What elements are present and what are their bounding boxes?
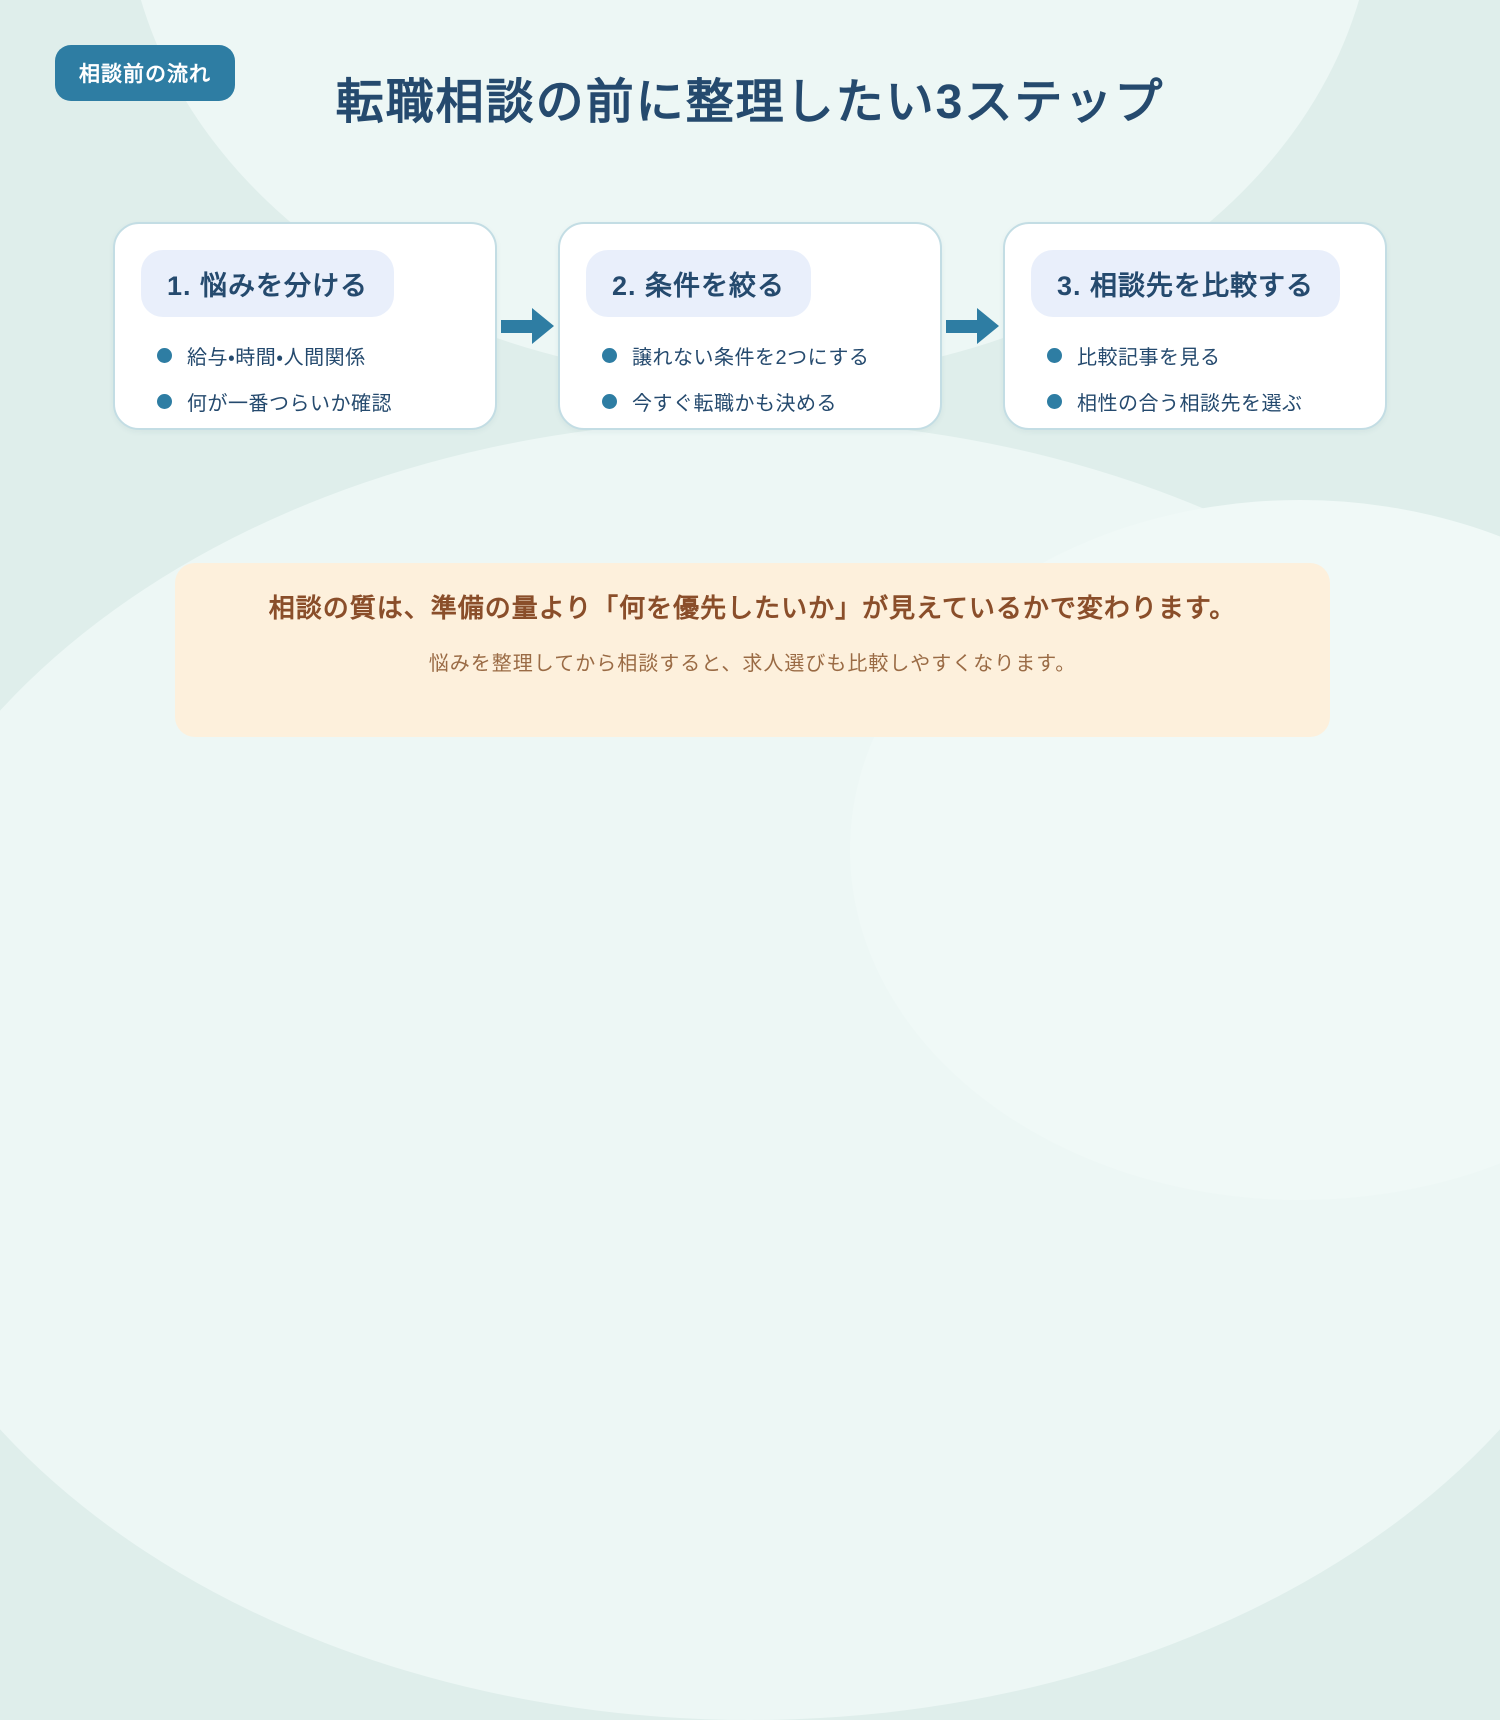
list-item: 何が一番つらいか確認 [157, 387, 469, 416]
list-item: 給与・時間・人間関係 [157, 341, 469, 370]
steps-flow: 1. 悩みを分ける 給与・時間・人間関係 何が一番つらいか確認 2. 条件を絞る [113, 222, 1387, 430]
list-item: 比較記事を見る [1047, 341, 1359, 370]
bullet-text: 譲れない条件を2つにする [632, 347, 870, 369]
bullet-dot-icon [157, 394, 172, 409]
flow-arrow-cell [942, 222, 1003, 430]
note-subtext: 悩みを整理してから相談すると、求人選びも比較しやすくなります。 [428, 653, 1077, 675]
arrow-right-icon [946, 308, 999, 344]
bullet-text: 比較記事を見る [1077, 347, 1221, 369]
step-2-title: 2. 条件を絞る [586, 250, 812, 317]
step-2-bullet-list: 譲れない条件を2つにする 今すぐ転職かも決める [586, 341, 914, 416]
page-title: 転職相談の前に整理したい3ステップ [335, 76, 1165, 129]
bullet-dot-icon [1047, 348, 1062, 363]
bullet-text: 相性の合う相談先を選ぶ [1077, 393, 1303, 415]
bullet-text: 給与・時間・人間関係 [187, 347, 366, 369]
note-heading: 相談の質は、準備の量より「何を優先したいか」が見えているかで変わります。 [268, 593, 1237, 623]
step-1-title: 1. 悩みを分ける [141, 250, 395, 317]
flow-arrow-cell [497, 222, 558, 430]
list-item: 相性の合う相談先を選ぶ [1047, 387, 1359, 416]
category-badge: 相談前の流れ [55, 45, 235, 101]
step-card-2: 2. 条件を絞る 譲れない条件を2つにする 今すぐ転職かも決める [558, 222, 942, 430]
step-1-bullet-list: 給与・時間・人間関係 何が一番つらいか確認 [141, 341, 469, 416]
summary-note: 相談の質は、準備の量より「何を優先したいか」が見えているかで変わります。 悩みを… [175, 563, 1330, 737]
list-item: 譲れない条件を2つにする [602, 341, 914, 370]
arrow-right-icon [501, 308, 554, 344]
bullet-dot-icon [602, 394, 617, 409]
bullet-dot-icon [157, 348, 172, 363]
bullet-dot-icon [1047, 394, 1062, 409]
step-3-title: 3. 相談先を比較する [1031, 250, 1341, 317]
step-card-1: 1. 悩みを分ける 給与・時間・人間関係 何が一番つらいか確認 [113, 222, 497, 430]
bullet-dot-icon [602, 348, 617, 363]
bullet-text: 今すぐ転職かも決める [632, 393, 837, 415]
list-item: 今すぐ転職かも決める [602, 387, 914, 416]
step-3-bullet-list: 比較記事を見る 相性の合う相談先を選ぶ [1031, 341, 1359, 416]
infographic-canvas: 相談前の流れ 転職相談の前に整理したい3ステップ 1. 悩みを分ける 給与・時間… [55, 45, 1387, 737]
bullet-text: 何が一番つらいか確認 [187, 393, 392, 415]
step-card-3: 3. 相談先を比較する 比較記事を見る 相性の合う相談先を選ぶ [1003, 222, 1387, 430]
